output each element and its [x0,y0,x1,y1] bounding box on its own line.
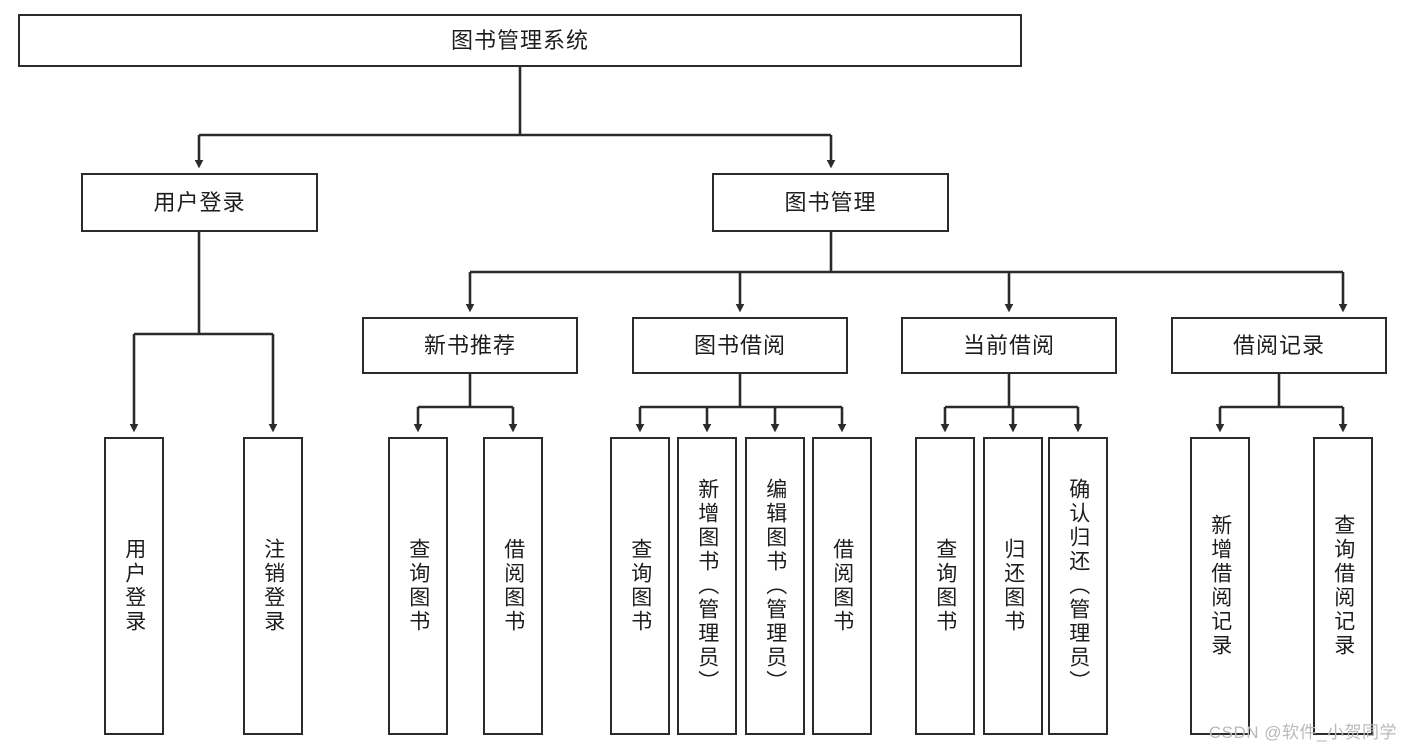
node-book-borrow[interactable]: 图书借阅 [632,317,848,374]
leaf-query-record[interactable]: 查询借阅记录 [1313,437,1373,735]
leaf-edit-book[interactable]: 编辑图书（管理员） [745,437,805,735]
leaf-add-record[interactable]: 新增借阅记录 [1190,437,1250,735]
node-root-book-management-system[interactable]: 图书管理系统 [18,14,1022,67]
node-book-manage[interactable]: 图书管理 [712,173,949,232]
node-label: 注销登录 [261,538,285,634]
node-label: 新书推荐 [423,332,516,358]
node-label: 新增借阅记录 [1208,514,1232,658]
csdn-watermark: CSDN @软件_小贺同学 [1208,723,1397,742]
leaf-return-book[interactable]: 归还图书 [983,437,1043,735]
node-label: 用户登录 [153,189,246,215]
node-label: 查询借阅记录 [1331,514,1355,658]
leaf-confirm-return[interactable]: 确认归还（管理员） [1048,437,1108,735]
node-label: 借阅图书 [501,538,525,634]
node-label: 用户登录 [122,538,146,634]
leaf-query-book-1[interactable]: 查询图书 [388,437,448,735]
node-new-book-recommend[interactable]: 新书推荐 [362,317,578,374]
leaf-borrow-book-1[interactable]: 借阅图书 [483,437,543,735]
node-label: 查询图书 [933,538,957,634]
node-label: 当前借阅 [962,332,1055,358]
node-label: 图书借阅 [693,332,786,358]
node-label: 新增图书（管理员） [695,478,719,694]
leaf-borrow-book-2[interactable]: 借阅图书 [812,437,872,735]
leaf-logout-login[interactable]: 注销登录 [243,437,303,735]
node-borrow-record[interactable]: 借阅记录 [1171,317,1387,374]
leaf-user-login[interactable]: 用户登录 [104,437,164,735]
leaf-add-book[interactable]: 新增图书（管理员） [677,437,737,735]
node-label: 图书管理 [784,189,877,215]
node-label: 查询图书 [406,538,430,634]
leaf-query-book-2[interactable]: 查询图书 [610,437,670,735]
node-user-login[interactable]: 用户登录 [81,173,318,232]
node-label: 借阅图书 [830,538,854,634]
node-label: 归还图书 [1001,538,1025,634]
node-label: 确认归还（管理员） [1066,478,1090,694]
leaf-query-book-3[interactable]: 查询图书 [915,437,975,735]
node-label: 借阅记录 [1232,332,1325,358]
node-current-borrow[interactable]: 当前借阅 [901,317,1117,374]
node-label: 图书管理系统 [450,27,589,53]
node-label: 编辑图书（管理员） [763,478,787,694]
node-label: 查询图书 [628,538,652,634]
